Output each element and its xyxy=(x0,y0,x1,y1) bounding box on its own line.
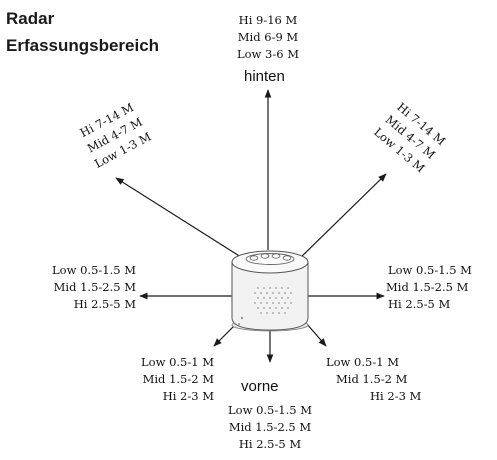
arrow-back-left xyxy=(115,177,253,265)
title-line-2: Erfassungsbereich xyxy=(6,36,160,55)
radar-sensor-device-icon xyxy=(231,250,309,332)
zone-right-labels: Low 0.5-1.5 M Mid 1.5-2.5 M Hi 2.5-5 M xyxy=(386,262,496,313)
zone-back-labels: Hi 9-16 M Mid 6-9 M Low 3-6 M xyxy=(218,12,318,63)
zone-front-left-low: Low 0.5-1 M xyxy=(141,355,214,369)
zone-front-left-labels: Low 0.5-1 M Mid 1.5-2 M Hi 2-3 M xyxy=(110,354,214,405)
zone-left-labels: Low 0.5-1.5 M Mid 1.5-2.5 M Hi 2.5-5 M xyxy=(20,262,136,313)
zone-front-left-mid: Mid 1.5-2 M xyxy=(142,372,214,386)
arrow-back-right xyxy=(295,173,387,263)
zone-front-labels: Low 0.5-1.5 M Mid 1.5-2.5 M Hi 2.5-5 M xyxy=(205,402,335,453)
zone-front-mid: Mid 1.5-2.5 M xyxy=(228,420,312,434)
zone-back-hi: Hi 9-16 M xyxy=(238,13,298,27)
direction-front-label: vorne xyxy=(241,378,279,395)
zone-back-low: Low 3-6 M xyxy=(236,47,299,61)
zone-front-low: Low 0.5-1.5 M xyxy=(228,403,312,417)
zone-front-right-low: Low 0.5-1 M xyxy=(326,355,399,369)
zone-right-low: Low 0.5-1.5 M xyxy=(388,263,472,277)
zone-front-left-hi: Hi 2-3 M xyxy=(162,389,214,403)
zone-left-mid: Mid 1.5-2.5 M xyxy=(53,280,136,294)
zone-front-right-mid: Mid 1.5-2 M xyxy=(336,372,408,386)
zone-right-mid: Mid 1.5-2.5 M xyxy=(386,280,469,294)
zone-front-right-hi: Hi 2-3 M xyxy=(370,389,422,403)
zone-left-hi: Hi 2.5-5 M xyxy=(73,297,136,311)
direction-back-label: hinten xyxy=(244,68,285,85)
zone-front-hi: Hi 2.5-5 M xyxy=(238,437,302,451)
zone-right-hi: Hi 2.5-5 M xyxy=(388,297,451,311)
title-line-1: Radar xyxy=(6,9,55,28)
zone-back-mid: Mid 6-9 M xyxy=(237,30,299,44)
zone-front-right-labels: Low 0.5-1 M Mid 1.5-2 M Hi 2-3 M xyxy=(326,354,430,405)
zone-left-low: Low 0.5-1.5 M xyxy=(52,263,136,277)
